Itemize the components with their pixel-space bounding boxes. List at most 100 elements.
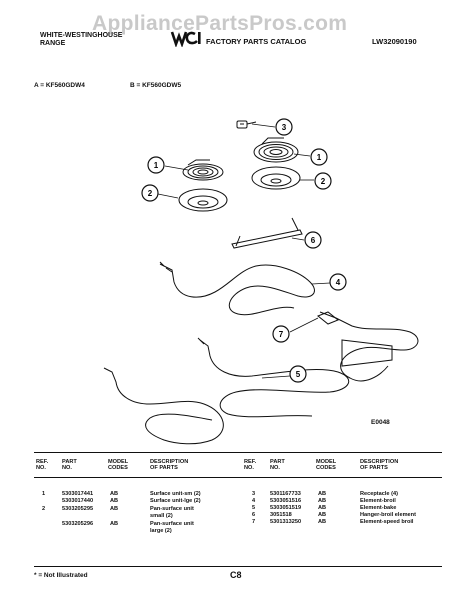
cell-desc: Element-broil — [360, 498, 396, 504]
header-part-right: PART NO. — [270, 459, 285, 472]
page-number: C8 — [230, 570, 242, 580]
callout-2-left: 2 — [141, 184, 159, 202]
header-desc-right: DESCRIPTION OF PARTS — [360, 459, 398, 472]
header-part-left: PART NO. — [62, 459, 77, 472]
header-text: DESCRIPTION — [150, 459, 189, 465]
cell-desc: Pan-surface unit — [150, 521, 194, 527]
callout-label: 7 — [279, 330, 284, 339]
cell-ref: 1 — [42, 491, 46, 497]
cell-ref: 6 — [252, 512, 256, 518]
cell-part: 5301313250 — [270, 519, 302, 525]
callout-1-right: 1 — [310, 148, 328, 166]
callout-3: 3 — [275, 118, 293, 136]
cell-desc: Element-speed broil — [360, 519, 414, 525]
cell-codes: AB — [110, 521, 119, 527]
figure-code: E0048 — [371, 419, 390, 426]
cell-codes: AB — [110, 491, 119, 497]
receptacle-illustration — [236, 120, 257, 129]
leader-lines — [157, 123, 331, 379]
header-text: REF. — [36, 459, 49, 465]
hanger-illustration — [231, 217, 303, 249]
catalog-title: FACTORY PARTS CATALOG — [206, 37, 307, 46]
cell-part: 5303017440 — [62, 498, 94, 504]
callout-5: 5 — [289, 365, 307, 383]
header-text: REF. — [244, 459, 257, 465]
callout-markers: 1 1 2 2 3 4 5 — [141, 118, 347, 383]
model-a: A = KF560GDW4 — [34, 82, 85, 89]
callout-4: 4 — [329, 273, 347, 291]
cell-codes: AB — [318, 519, 327, 525]
table-header-rule — [34, 477, 442, 478]
header-model-right: MODEL CODES — [316, 459, 336, 472]
cell-ref: 7 — [252, 519, 256, 525]
cell-codes: AB — [318, 491, 327, 497]
table-bottom-rule — [34, 566, 442, 567]
cell-desc: Surface unit-lge (2) — [150, 498, 201, 504]
header-text: MODEL — [108, 459, 129, 465]
cell-codes: AB — [318, 498, 327, 504]
cell-codes: AB — [318, 505, 327, 511]
callout-1-left: 1 — [147, 156, 165, 174]
header-model-left: MODEL CODES — [108, 459, 128, 472]
cell-codes: AB — [110, 498, 119, 504]
header-text: NO. — [244, 465, 254, 472]
header-desc-left: DESCRIPTION OF PARTS — [150, 459, 188, 472]
callout-label: 5 — [296, 370, 301, 379]
header-text: OF PARTS — [150, 465, 178, 472]
footnote: * = Not Illustrated — [34, 572, 88, 579]
callout-label: 4 — [336, 278, 341, 287]
cell-part: 5301167733 — [270, 491, 301, 497]
callout-label: 3 — [282, 123, 287, 132]
cell-codes: AB — [110, 506, 119, 512]
header-text: CODES — [316, 465, 336, 472]
cell-desc: Element-bake — [360, 505, 397, 511]
cell-part: 5303051519 — [270, 505, 302, 511]
header-text: PART — [270, 459, 285, 465]
brand-title: WHITE-WESTINGHOUSE RANGE — [40, 32, 122, 48]
surface-unit-small-illustration — [182, 159, 224, 181]
callout-label: 2 — [321, 177, 326, 186]
cell-part: 5303205296 — [62, 521, 94, 527]
cell-desc-cont: large (2) — [150, 528, 172, 534]
header-text: NO. — [36, 465, 46, 472]
broil-element-illustration — [159, 261, 315, 316]
header-text: DESCRIPTION — [360, 459, 399, 465]
table-top-rule — [34, 452, 442, 453]
cell-ref: 4 — [252, 498, 256, 504]
header-text: MODEL — [316, 459, 337, 465]
callout-label: 2 — [148, 189, 153, 198]
document-number: LW32090190 — [372, 37, 417, 46]
callout-7: 7 — [272, 325, 290, 343]
header-text: NO. — [270, 465, 280, 472]
cell-desc: Hanger-broil element — [360, 512, 416, 518]
cell-part: 3051518 — [270, 512, 292, 518]
cell-desc: Pan-surface unit — [150, 506, 194, 512]
cell-part: 5303051516 — [270, 498, 302, 504]
surface-pan-small-illustration — [178, 188, 228, 212]
header-text: PART — [62, 459, 77, 465]
bake-element-illustration — [103, 337, 350, 445]
header-text: OF PARTS — [360, 465, 388, 472]
cell-part: 5303017441 — [62, 491, 94, 497]
wci-logo-icon — [170, 31, 201, 47]
brand-line-2: RANGE — [40, 40, 66, 47]
cell-ref: 2 — [42, 506, 46, 512]
header-ref-left: REF. NO. — [36, 459, 48, 472]
cell-desc: Surface unit-sm (2) — [150, 491, 201, 497]
callout-label: 6 — [311, 236, 316, 245]
cell-ref: 3 — [252, 491, 256, 497]
callout-label: 1 — [317, 153, 322, 162]
model-b: B = KF560GDW5 — [130, 82, 182, 89]
header-ref-right: REF. NO. — [244, 459, 256, 472]
speed-broil-element-illustration — [317, 311, 419, 382]
cell-ref: 5 — [252, 505, 256, 511]
cell-desc: Receptacle (4) — [360, 491, 398, 497]
callout-label: 1 — [154, 161, 159, 170]
brand-line-1: WHITE-WESTINGHOUSE — [40, 32, 123, 39]
header-text: CODES — [108, 465, 128, 472]
surface-pan-large-illustration — [251, 166, 301, 190]
callout-2-right: 2 — [314, 172, 332, 190]
callout-6: 6 — [304, 231, 322, 249]
